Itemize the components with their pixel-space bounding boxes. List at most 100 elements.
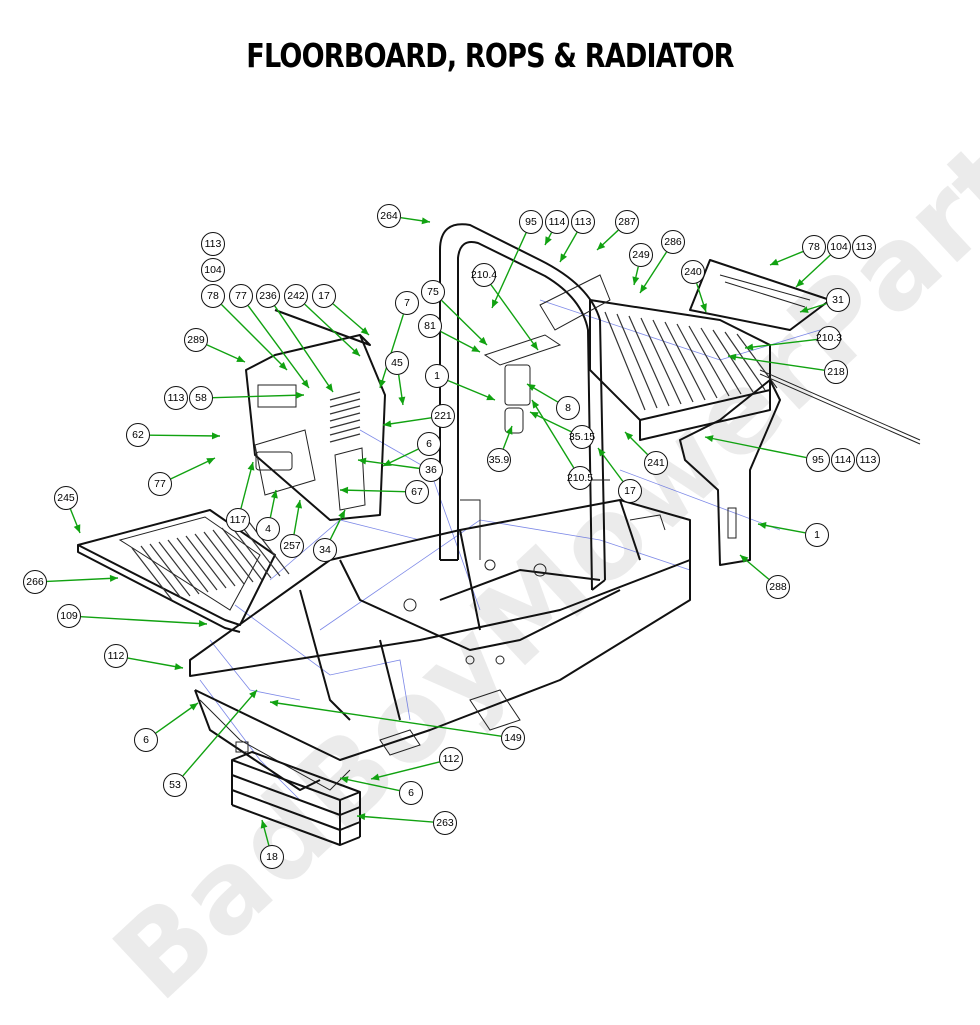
callout-circle xyxy=(852,235,876,259)
leader-arrowhead xyxy=(625,432,634,441)
callout-circle xyxy=(104,644,128,668)
leader-line xyxy=(220,303,288,371)
leader-line xyxy=(744,338,818,349)
callout-label: 241 xyxy=(647,457,665,469)
leader-arrowhead xyxy=(249,690,257,699)
leader-arrowhead xyxy=(206,458,215,465)
callout-c6a: 6 xyxy=(417,432,441,456)
callout-label: 242 xyxy=(287,290,305,302)
callout-label: 77 xyxy=(235,290,247,302)
leader-line xyxy=(447,379,496,401)
leader-arrowhead xyxy=(530,341,538,350)
leader-arrowhead xyxy=(800,306,809,313)
leader-arrowhead xyxy=(705,435,714,443)
callout-label: 221 xyxy=(434,410,452,422)
callout-circle xyxy=(472,263,496,287)
callout-label: 113 xyxy=(860,454,877,466)
callout-circle xyxy=(226,508,250,532)
leader-arrowhead xyxy=(478,336,487,345)
callout-label: 210.5 xyxy=(567,472,593,484)
callout-label: 113 xyxy=(168,392,185,404)
callout-circle xyxy=(519,210,543,234)
callout-label: 113 xyxy=(856,241,873,253)
leader-arrowhead xyxy=(260,820,268,829)
callout-circle xyxy=(313,538,337,562)
callout-label: 149 xyxy=(504,732,522,744)
leader-line xyxy=(491,232,527,309)
callout-c218: 218 xyxy=(824,360,848,384)
callout-label: 95 xyxy=(812,454,824,466)
callout-label: 210.3 xyxy=(816,332,842,344)
leader-arrowhead xyxy=(728,353,737,361)
leader-arrowhead xyxy=(109,574,118,582)
callout-label: 104 xyxy=(830,241,848,253)
leader-arrowhead xyxy=(597,241,606,250)
callout-label: 4 xyxy=(265,523,271,535)
callout-c7: 7 xyxy=(395,291,419,315)
leader-line xyxy=(46,577,119,583)
callout-label: 112 xyxy=(108,650,125,662)
callout-circle xyxy=(545,210,569,234)
callout-label: 17 xyxy=(318,290,330,302)
callout-circle xyxy=(618,479,642,503)
radiator xyxy=(589,259,921,445)
callout-circle xyxy=(418,314,442,338)
leader-arrowhead xyxy=(796,278,805,287)
callout-label: 36 xyxy=(425,464,437,476)
callout-circle xyxy=(256,517,280,541)
callout-c34: 34 xyxy=(313,538,337,562)
callout-circle xyxy=(805,523,829,547)
callout-c112a: 112 xyxy=(104,644,128,668)
leader-arrowhead xyxy=(527,384,536,392)
leader-arrowhead xyxy=(770,258,779,266)
callout-circle xyxy=(189,386,213,410)
callout-label: 18 xyxy=(266,851,278,863)
leader-line xyxy=(382,417,432,426)
leader-arrowhead xyxy=(598,448,606,457)
callout-c117: 117 xyxy=(226,508,250,532)
callout-c266: 266 xyxy=(23,570,47,594)
leader-line xyxy=(149,434,221,437)
callout-c58: 58 xyxy=(189,386,213,410)
callout-circle xyxy=(184,328,208,352)
leader-line xyxy=(639,251,668,294)
callout-circle xyxy=(827,235,851,259)
callout-c286: 286 xyxy=(661,230,685,254)
callout-c78b: 78 xyxy=(201,284,225,308)
callout-label: 114 xyxy=(835,454,852,466)
leader-arrowhead xyxy=(398,396,406,405)
leader-line xyxy=(757,523,806,534)
callout-label: 6 xyxy=(426,438,432,450)
leader-arrowhead xyxy=(295,500,303,509)
callout-circle xyxy=(570,425,594,449)
leader-arrowhead xyxy=(73,524,81,533)
callout-c113a: 113 xyxy=(571,210,595,234)
callout-circle xyxy=(501,726,525,750)
callout-circle xyxy=(824,360,848,384)
leader-arrowhead xyxy=(189,703,198,711)
callout-label: 67 xyxy=(411,486,423,498)
callout-label: 53 xyxy=(169,779,181,791)
callout-circle xyxy=(256,284,280,308)
callout-label: 75 xyxy=(427,286,439,298)
floorboard xyxy=(77,509,290,633)
leader-arrowhead xyxy=(174,663,183,671)
callout-circle xyxy=(487,448,511,472)
callout-c104a: 104 xyxy=(827,235,851,259)
leader-arrowhead xyxy=(295,391,304,399)
callout-label: 78 xyxy=(207,290,219,302)
leader-line xyxy=(247,305,310,389)
callout-label: 264 xyxy=(380,210,398,222)
leader-arrowhead xyxy=(371,773,380,781)
callout-c4: 4 xyxy=(256,517,280,541)
callout-c1a: 1 xyxy=(425,364,449,388)
leader-arrowhead xyxy=(270,490,278,499)
callout-circle xyxy=(280,534,304,558)
leader-arrowhead xyxy=(700,303,707,312)
leader-line xyxy=(274,305,334,393)
callout-circle xyxy=(419,458,443,482)
callout-c236: 236 xyxy=(256,284,280,308)
callout-circle xyxy=(312,284,336,308)
leader-line xyxy=(356,815,434,823)
